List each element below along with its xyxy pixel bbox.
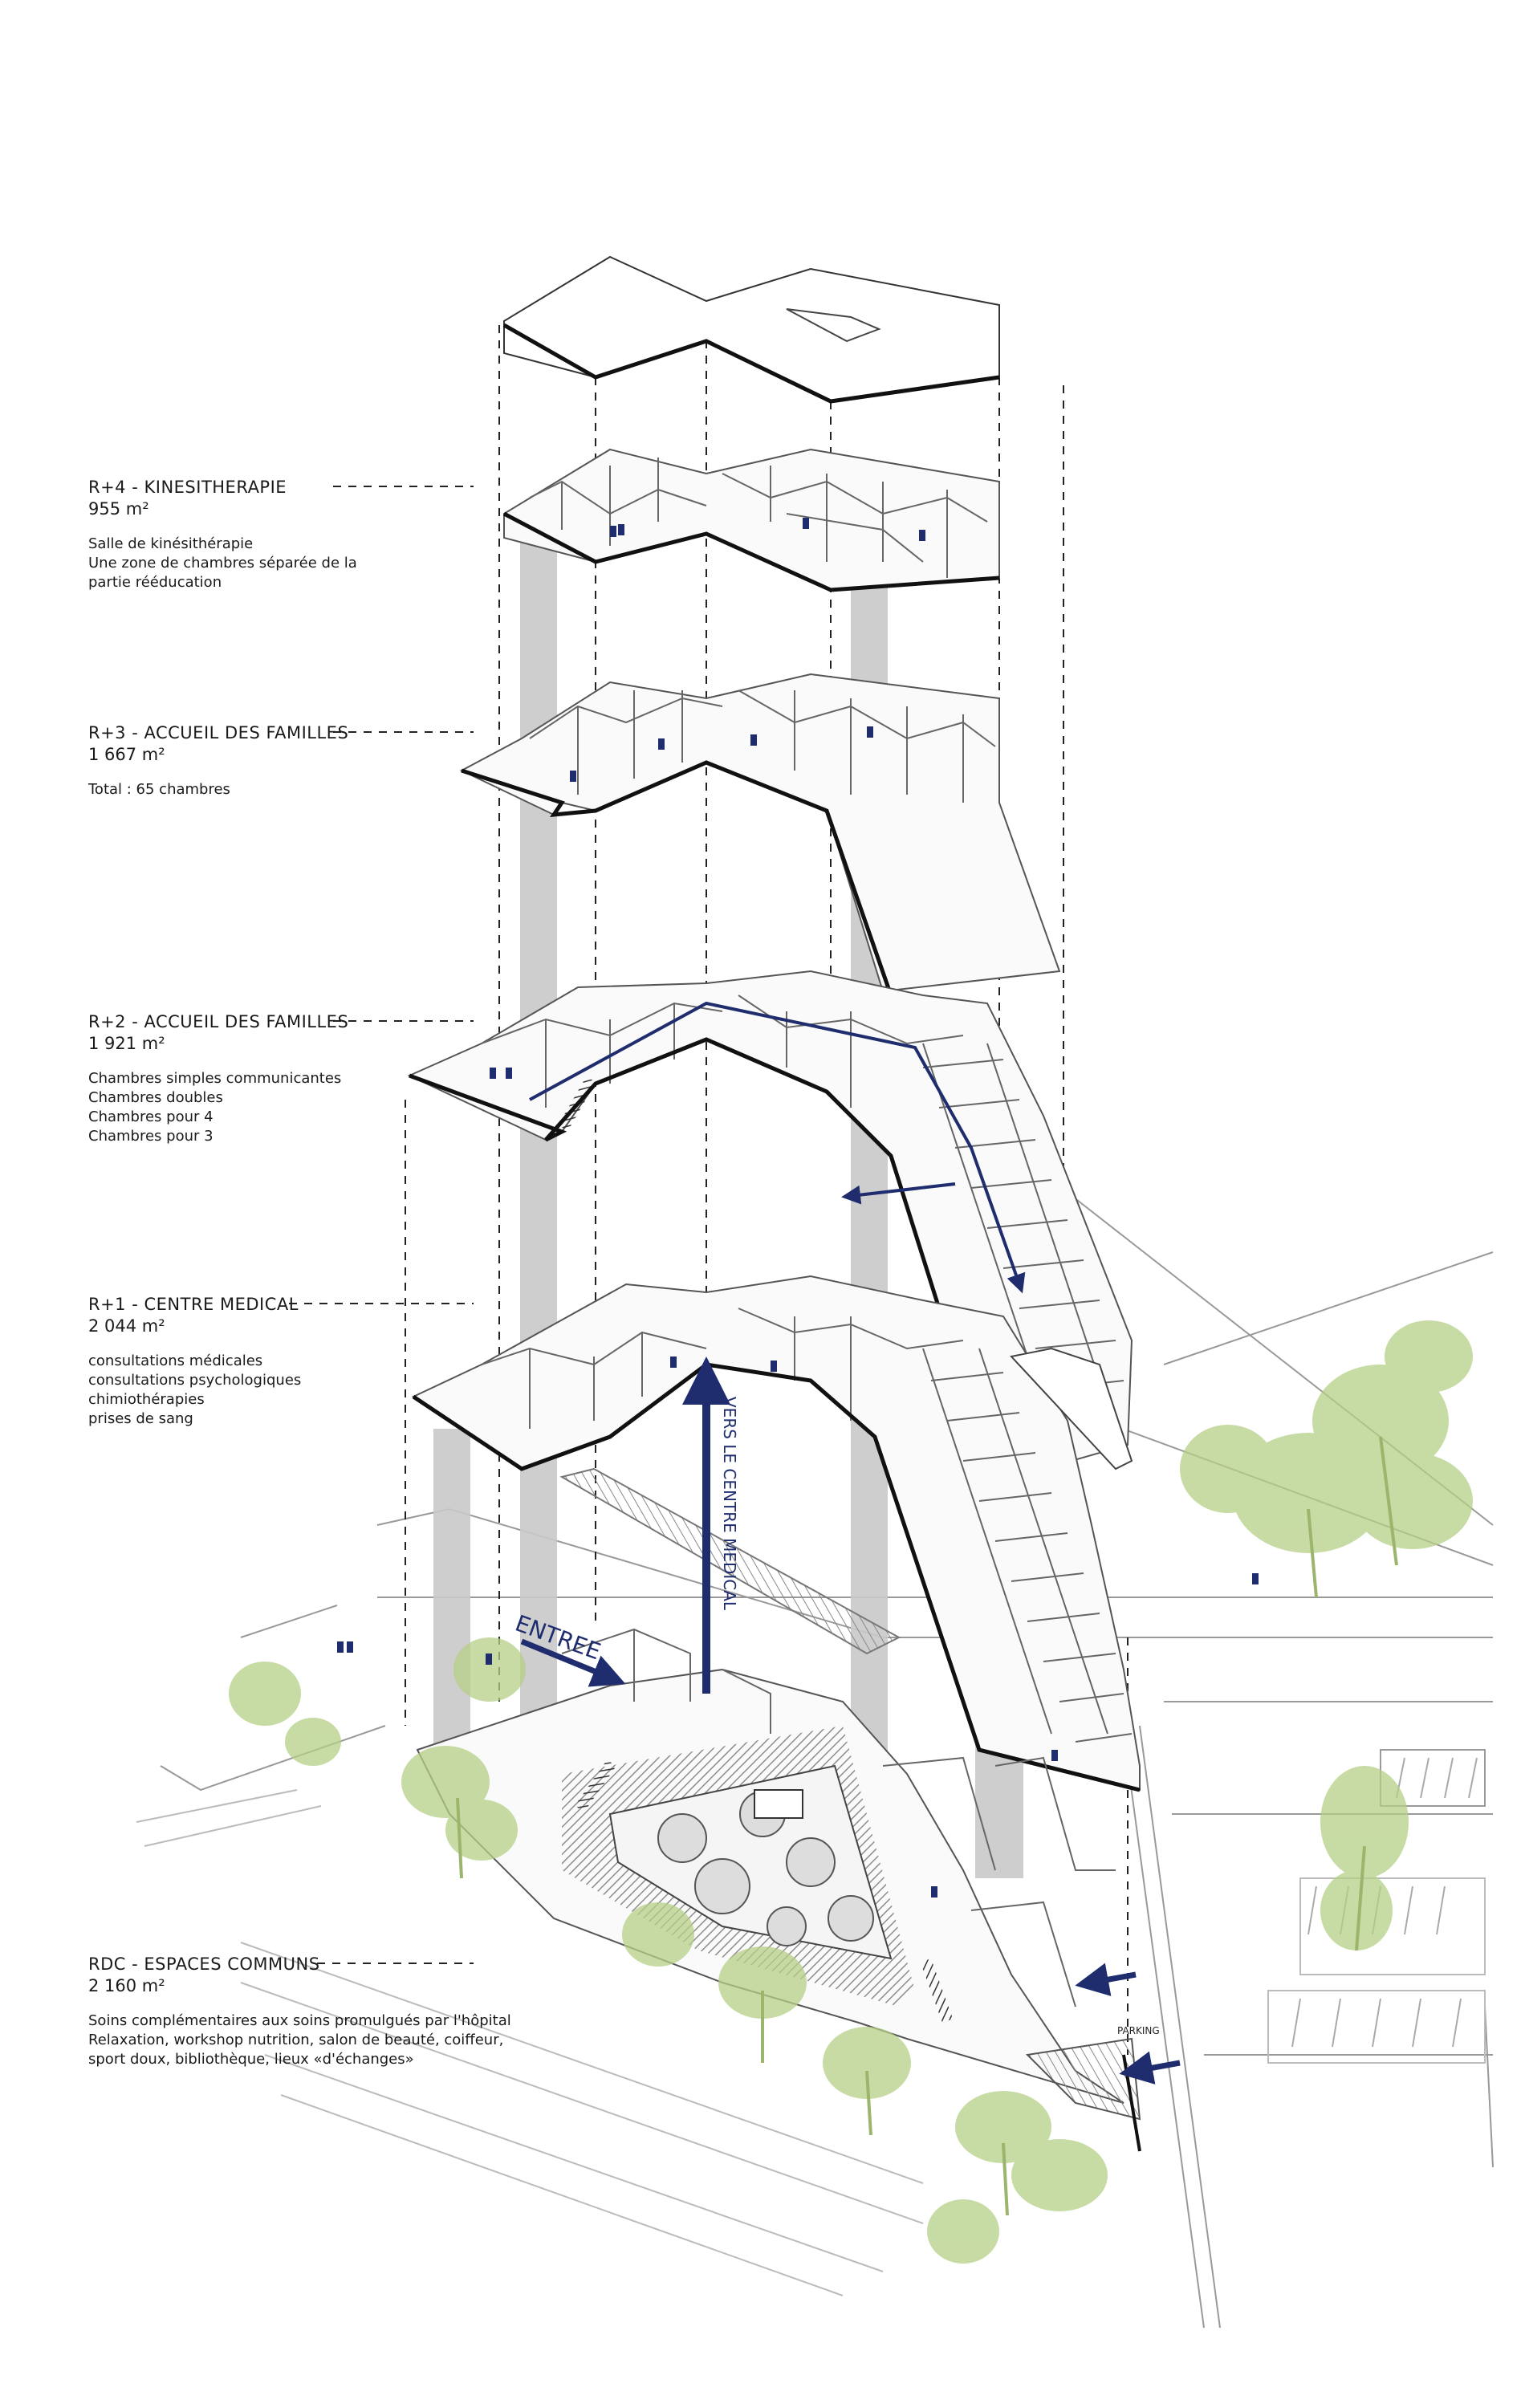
tree-trunks — [456, 1436, 1398, 2216]
roof-slab — [502, 255, 1000, 404]
parking-label: PARKING — [1117, 2025, 1160, 2036]
floor-desc-line: Chambres pour 3 — [88, 1128, 214, 1145]
floor-r3-plan — [459, 673, 1061, 996]
floor-desc-line: Relaxation, workshop nutrition, salon de… — [88, 2032, 504, 2068]
floor-area: 2 160 m² — [88, 1976, 165, 1995]
floor-desc-line: Soins complémentaires aux soins promulgu… — [88, 2012, 511, 2029]
floor-area: 1 921 m² — [88, 1034, 165, 1053]
floor-title: R+3 - ACCUEIL DES FAMILLES — [88, 723, 349, 742]
floor-desc-line: Chambres doubles — [88, 1089, 223, 1106]
label-leaders — [289, 486, 474, 1964]
floor-title: RDC - ESPACES COMMUNS — [88, 1954, 320, 1974]
site-context-lines — [160, 1179, 1494, 2329]
floor-title: R+4 - KINESITHERAPIE — [88, 478, 287, 497]
floor-r4-plan — [502, 448, 1000, 592]
floor-rdc-plan — [416, 1628, 1141, 2152]
street-markings — [136, 1789, 924, 2296]
circulation-arrows — [520, 1001, 1181, 2085]
floor-label-r2: R+2 - ACCUEIL DES FAMILLES 1 921 m² Cham… — [88, 1011, 506, 1146]
floor-area: 2 044 m² — [88, 1316, 165, 1336]
floor-title: R+2 - ACCUEIL DES FAMILLES — [88, 1012, 349, 1031]
vers-centre-label: VERS LE CENTRE MEDICAL — [720, 1397, 739, 1611]
floor-title: R+1 - CENTRE MEDICAL — [88, 1295, 299, 1314]
people-figures — [337, 518, 1259, 1898]
floor-desc-line: Total : 65 chambres — [88, 781, 230, 798]
floor-desc-line: Chambres simples communicantes — [88, 1070, 342, 1087]
floor-area: 1 667 m² — [88, 745, 165, 764]
floor-label-r3: R+3 - ACCUEIL DES FAMILLES 1 667 m² Tota… — [88, 722, 506, 799]
floor-label-r4: R+4 - KINESITHERAPIE 955 m² Salle de kin… — [88, 477, 506, 592]
floor-desc-line: Salle de kinésithérapie — [88, 535, 254, 552]
floor-desc-line: consultations psychologiques — [88, 1372, 302, 1389]
floor-r1-plan — [411, 1275, 1141, 1792]
floor-desc-line: Chambres pour 4 — [88, 1108, 214, 1125]
floor-desc-line: consultations médicales — [88, 1352, 263, 1369]
floor-desc-line: prises de sang — [88, 1410, 193, 1427]
floor-label-r1: R+1 - CENTRE MEDICAL 2 044 m² consultati… — [88, 1294, 506, 1429]
floor-label-rdc: RDC - ESPACES COMMUNS 2 160 m² Soins com… — [88, 1954, 538, 2069]
floor-area: 955 m² — [88, 499, 149, 519]
floor-desc-line: Une zone de chambres séparée de la parti… — [88, 555, 357, 591]
vegetation-trees — [229, 1320, 1473, 2264]
floor-desc-line: chimiothérapies — [88, 1391, 205, 1408]
